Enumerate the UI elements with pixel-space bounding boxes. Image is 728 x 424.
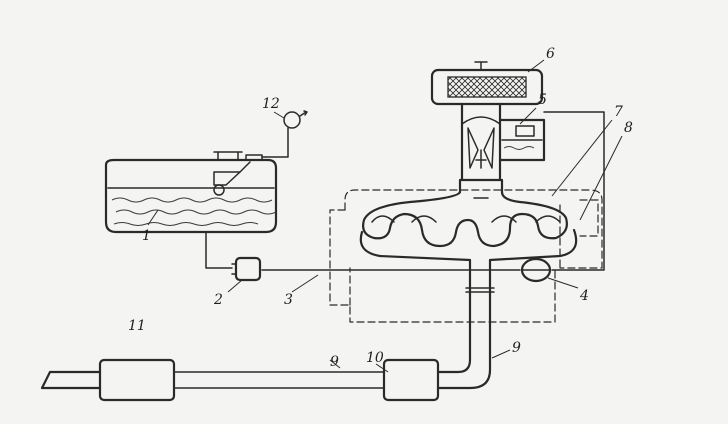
- resonator: [382, 358, 440, 402]
- label-fuel-filter: 4: [579, 288, 589, 304]
- leader-lines: [147, 59, 623, 373]
- label-fuel-gauge: 12: [262, 96, 280, 112]
- label-exhaust-pipe: 9: [330, 354, 339, 370]
- label-muffler: 11: [128, 318, 146, 334]
- exhaust-manifold: [359, 215, 578, 282]
- fuel-tank: [104, 151, 278, 234]
- fuel-pump: [231, 256, 262, 282]
- muffler: [40, 358, 176, 402]
- label-exhaust-manifold: 8: [624, 120, 633, 136]
- intake-manifold: [362, 178, 568, 248]
- label-fuel-pump: 2: [213, 292, 223, 308]
- label-exhaust-pipe-tail: 9: [512, 340, 521, 356]
- fuel-gauge: [261, 110, 308, 158]
- fuel-line: [205, 111, 605, 271]
- label-resonator: 10: [366, 350, 384, 366]
- air-cleaner: [430, 61, 544, 106]
- label-carburetor: 5: [538, 92, 547, 108]
- exhaust-pipe: [173, 278, 495, 390]
- carburetor: [460, 102, 546, 182]
- label-fuel-tank: 1: [142, 228, 151, 244]
- engine-block-outline: [329, 189, 603, 323]
- label-air-cleaner: 6: [546, 46, 555, 62]
- label-fuel-line: 3: [284, 292, 293, 308]
- fuel-filter: [520, 257, 552, 283]
- label-intake-manifold: 7: [614, 104, 623, 120]
